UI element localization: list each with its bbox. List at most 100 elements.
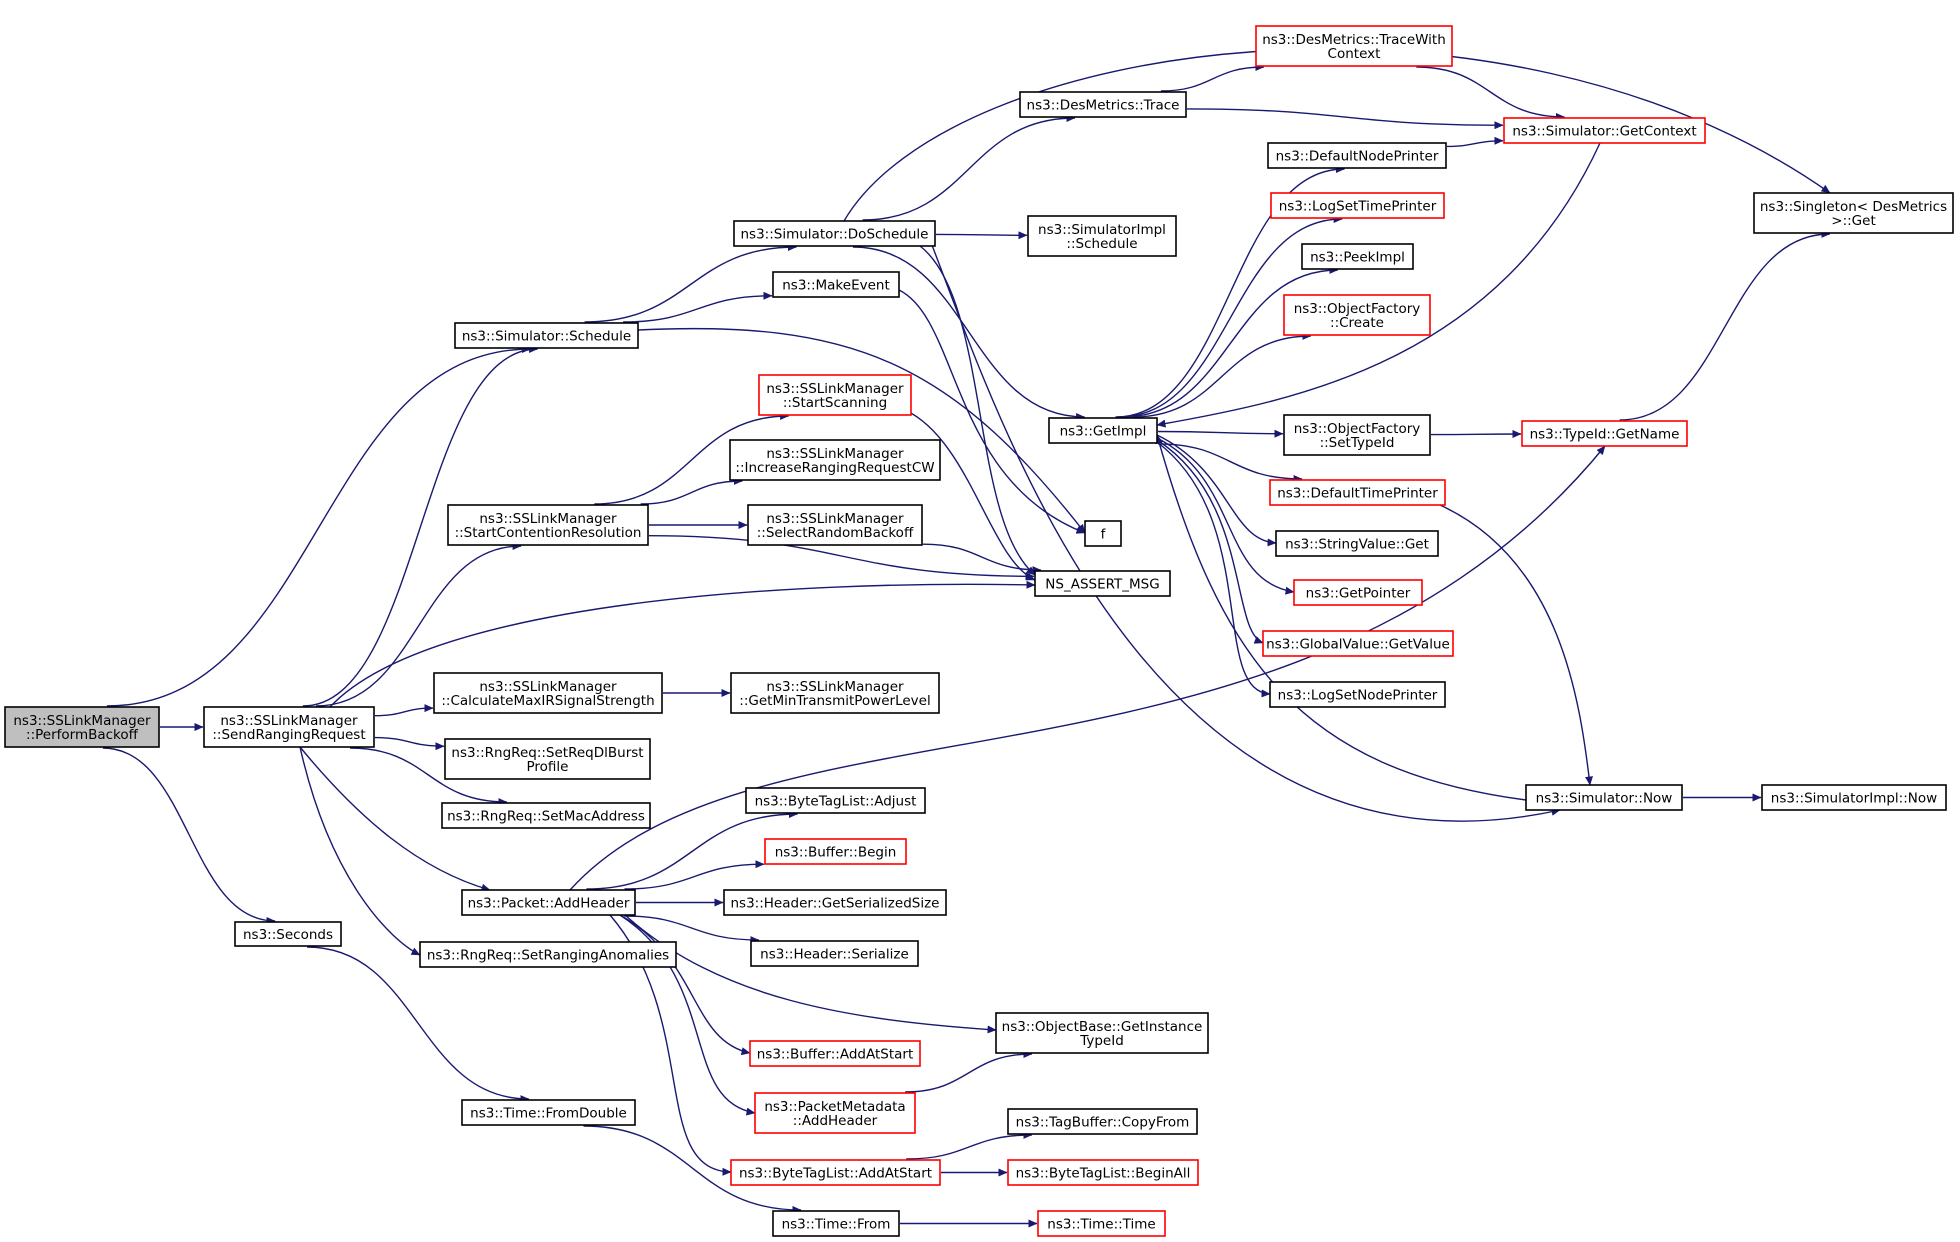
call-edge-send-ranging-request-to-set-ranging-anomalies (299, 746, 421, 956)
call-edge-get-impl-to-get-pointer (1156, 437, 1295, 595)
node-label: ns3::ObjectBase::GetInstance (1002, 1019, 1203, 1035)
node-label: TypeId (1079, 1033, 1124, 1049)
node-global-value-get-value[interactable]: ns3::GlobalValue::GetValue (1262, 630, 1454, 657)
node-byte-tag-list-begin-all[interactable]: ns3::ByteTagList::BeginAll (1007, 1159, 1199, 1186)
node-buffer-begin[interactable]: ns3::Buffer::Begin (764, 838, 907, 865)
call-edge-packet-add-header-to-buffer-begin (624, 860, 765, 890)
node-label: Profile (527, 759, 569, 775)
node-object-factory-create[interactable]: ns3::ObjectFactory::Create (1283, 294, 1431, 336)
node-box (1753, 192, 1954, 234)
node-box (745, 787, 926, 814)
node-simulator-schedule[interactable]: ns3::Simulator::Schedule (454, 322, 639, 349)
node-log-set-time-printer[interactable]: ns3::LogSetTimePrinter (1270, 192, 1445, 219)
node-start-contention-resolution[interactable]: ns3::SSLinkManager::StartContentionResol… (447, 504, 649, 546)
node-box (1269, 681, 1446, 708)
call-edge-default-node-printer-to-simulator-get-context (1446, 136, 1504, 148)
node-packet-add-header[interactable]: ns3::Packet::AddHeader (461, 889, 636, 916)
node-set-mac-address[interactable]: ns3::RngReq::SetMacAddress (441, 802, 651, 829)
node-simulator-impl-now[interactable]: ns3::SimulatorImpl::Now (1761, 784, 1947, 811)
node-seconds[interactable]: ns3::Seconds (234, 921, 342, 947)
node-box (772, 271, 900, 298)
node-box (1007, 1159, 1199, 1186)
call-edge-simulator-get-context-to-get-impl (1156, 142, 1601, 428)
node-tag-buffer-copy-from[interactable]: ns3::TagBuffer::CopyFrom (1007, 1108, 1198, 1135)
node-object-factory-set-type-id[interactable]: ns3::ObjectFactory::SetTypeId (1283, 414, 1431, 456)
node-label: ns3::Time::Time (1047, 1217, 1155, 1233)
node-box (1269, 479, 1446, 506)
node-select-random-backoff[interactable]: ns3::SSLinkManager::SelectRandomBackoff (747, 504, 923, 546)
node-label: ns3::Simulator::GetContext (1512, 124, 1696, 140)
node-label: ns3::Packet::AddHeader (468, 896, 630, 912)
node-label: ns3::DefaultTimePrinter (1277, 486, 1438, 502)
node-ns-assert-msg[interactable]: NS_ASSERT_MSG (1034, 570, 1171, 597)
node-box (1048, 417, 1158, 444)
node-box (772, 1210, 900, 1237)
call-edge-send-ranging-request-to-set-mac-address (349, 747, 508, 806)
node-time-from-double[interactable]: ns3::Time::FromDouble (461, 1099, 636, 1126)
node-byte-tag-list-add-at-start[interactable]: ns3::ByteTagList::AddAtStart (730, 1159, 941, 1186)
node-box (747, 504, 923, 546)
node-start-scanning[interactable]: ns3::SSLinkManager::StartScanning (758, 374, 912, 416)
node-buffer-add-at-start[interactable]: ns3::Buffer::AddAtStart (749, 1040, 921, 1067)
call-edge-packet-metadata-add-header-to-object-base-get-instance-type-id (905, 1050, 1033, 1093)
node-label: ::AddHeader (793, 1113, 878, 1129)
call-edge-send-ranging-request-to-start-contention-resolution (315, 542, 522, 707)
node-simulator-get-context[interactable]: ns3::Simulator::GetContext (1503, 117, 1706, 144)
call-edge-start-contention-resolution-to-increase-ranging-request-cw (640, 477, 743, 505)
call-edge-simulator-do-schedule-to-get-impl (852, 246, 1086, 421)
node-send-ranging-request[interactable]: ns3::SSLinkManager::SendRangingRequest (203, 706, 375, 748)
node-label: ::Schedule (1066, 236, 1137, 252)
node-box (729, 439, 941, 481)
node-box (461, 889, 636, 916)
node-label: ns3::RngReq::SetMacAddress (447, 809, 645, 825)
node-singleton-des-metrics-get[interactable]: ns3::Singleton< DesMetrics>::Get (1753, 192, 1954, 234)
node-log-set-node-printer[interactable]: ns3::LogSetNodePrinter (1269, 681, 1446, 708)
node-packet-metadata-add-header[interactable]: ns3::PacketMetadata::AddHeader (754, 1092, 916, 1134)
node-make-event[interactable]: ns3::MakeEvent (772, 271, 900, 298)
node-get-pointer[interactable]: ns3::GetPointer (1293, 579, 1423, 606)
node-get-min-transmit-power-level[interactable]: ns3::SSLinkManager::GetMinTransmitPowerL… (730, 672, 940, 714)
node-default-time-printer[interactable]: ns3::DefaultTimePrinter (1269, 479, 1446, 506)
node-get-impl[interactable]: ns3::GetImpl (1048, 417, 1158, 444)
node-label: ns3::PeekImpl (1310, 250, 1405, 266)
node-perform-backoff[interactable]: ns3::SSLinkManager::PerformBackoff (4, 706, 160, 748)
node-box (749, 1040, 921, 1067)
node-simulator-now[interactable]: ns3::Simulator::Now (1525, 784, 1683, 811)
node-type-id-get-name[interactable]: ns3::TypeId::GetName (1521, 420, 1688, 447)
node-label: ns3::PacketMetadata (764, 1099, 905, 1115)
node-simulator-impl-schedule[interactable]: ns3::SimulatorImpl::Schedule (1027, 215, 1177, 257)
node-simulator-do-schedule[interactable]: ns3::Simulator::DoSchedule (733, 220, 936, 247)
node-header-get-serialized-size[interactable]: ns3::Header::GetSerializedSize (723, 889, 947, 916)
node-string-value-get[interactable]: ns3::StringValue::Get (1275, 530, 1439, 557)
node-label: Context (1328, 46, 1381, 62)
node-box (1255, 25, 1453, 67)
node-f[interactable]: f (1084, 520, 1122, 547)
node-label: ns3::LogSetNodePrinter (1278, 688, 1438, 704)
node-byte-tag-list-adjust[interactable]: ns3::ByteTagList::Adjust (745, 787, 926, 814)
node-label: ns3::Simulator::Now (1536, 791, 1673, 807)
node-des-metrics-trace[interactable]: ns3::DesMetrics::Trace (1019, 91, 1187, 118)
node-box (750, 940, 919, 967)
node-label: ::SelectRandomBackoff (757, 525, 914, 541)
node-calculate-max-ir-signal-strength[interactable]: ns3::SSLinkManager::CalculateMaxIRSignal… (433, 672, 663, 714)
node-default-node-printer[interactable]: ns3::DefaultNodePrinter (1267, 142, 1447, 169)
node-header-serialize[interactable]: ns3::Header::Serialize (750, 940, 919, 967)
call-edge-start-scanning-to-ns-assert-msg (904, 409, 1036, 581)
node-box (1270, 192, 1445, 219)
node-time-time[interactable]: ns3::Time::Time (1037, 1210, 1166, 1237)
call-edge-make-event-to-f (898, 289, 1086, 534)
node-time-from[interactable]: ns3::Time::From (772, 1210, 900, 1237)
node-box (1007, 1108, 1198, 1135)
call-edge-default-time-printer-to-simulator-now (1439, 504, 1593, 786)
node-box (730, 1159, 941, 1186)
node-label: ns3::Seconds (243, 927, 333, 943)
call-edge-packet-add-header-to-object-base-get-instance-type-id (624, 914, 997, 1034)
node-set-ranging-anomalies[interactable]: ns3::RngReq::SetRangingAnomalies (419, 941, 677, 968)
node-increase-ranging-request-cw[interactable]: ns3::SSLinkManager::IncreaseRangingReque… (729, 439, 941, 481)
node-label: f (1101, 527, 1107, 543)
node-box (730, 672, 940, 714)
node-peek-impl[interactable]: ns3::PeekImpl (1301, 243, 1414, 270)
